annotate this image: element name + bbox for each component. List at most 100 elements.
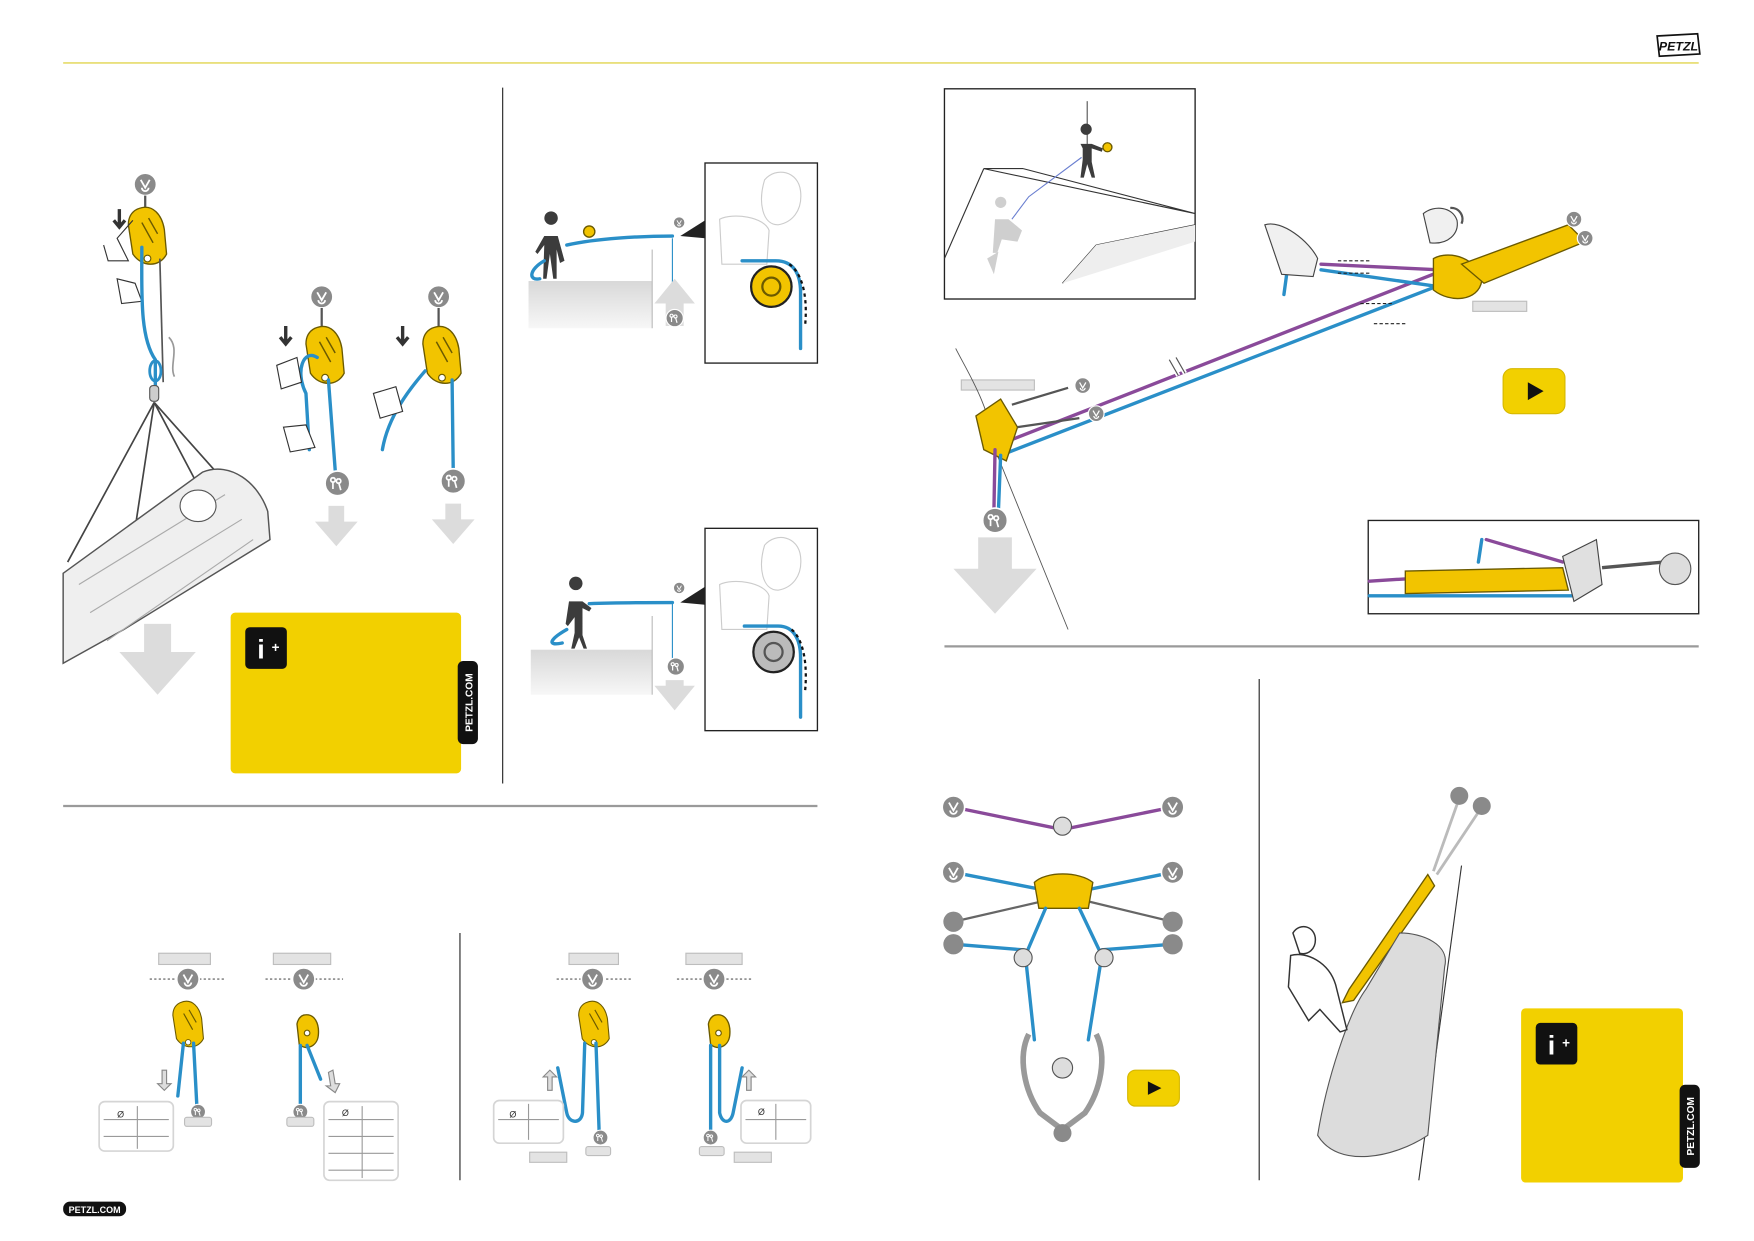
pulley-device-icon [582, 225, 596, 238]
pulley-device-icon [422, 325, 462, 385]
anchor-icon [673, 581, 686, 594]
petzl-com-badge-label: PETZL.COM [69, 1205, 121, 1215]
stretcher-anchor-icon [943, 911, 964, 932]
play-video-button[interactable] [1502, 368, 1566, 415]
pulley-device-icon [296, 1014, 320, 1049]
play-video-button[interactable] [1127, 1069, 1180, 1107]
down-arrow-icon [953, 537, 1037, 614]
diameter-symbol: Ø [117, 1109, 124, 1119]
info-plus-icon [1535, 1022, 1578, 1065]
push-arrow-icon [395, 325, 410, 347]
down-arrow-icon [431, 503, 475, 545]
anchor-icon [701, 966, 727, 992]
petzl-logo-text: PETZL [1659, 40, 1698, 54]
info-plus-icon [245, 627, 287, 669]
anchor-icon [133, 172, 158, 197]
info-icon-letter: i [257, 635, 265, 665]
stretcher-anchor-icon [943, 934, 964, 955]
pulley-device-icon [172, 1000, 205, 1048]
climber-icon [1287, 925, 1348, 1033]
hand-icon [372, 385, 404, 419]
pulley-sheave-icon [749, 265, 793, 309]
down-arrow-icon [324, 1069, 341, 1094]
anchor-icon [309, 284, 334, 309]
pulley-device-icon [707, 1014, 731, 1049]
push-arrow-icon [278, 325, 293, 347]
edge-haul-scene-top [528, 162, 819, 364]
petzl-com-tab-label: PETZL.COM [1686, 1097, 1697, 1155]
info-box: i + PETZL.COM [230, 612, 478, 774]
diameter-table: Ø [740, 1099, 812, 1145]
hand-icon [1422, 207, 1458, 244]
push-arrow-icon [112, 209, 127, 230]
pulley-sheave-icon [752, 630, 795, 674]
anchor-icon [291, 966, 316, 992]
hand-icon [103, 219, 134, 262]
stretcher-anchor-icon [1162, 911, 1183, 932]
up-arrow-icon [654, 278, 695, 326]
diameter-table: Ø [98, 1100, 175, 1152]
anchor-icon [1160, 860, 1185, 885]
stretcher-haul-illustration [62, 172, 475, 695]
haul-bag-icon [1317, 932, 1446, 1158]
person-icon [1080, 123, 1103, 178]
down-arrow-icon [156, 1069, 173, 1092]
diameter-table: Ø [323, 1100, 399, 1182]
overview-inset [943, 88, 1196, 300]
anchor-icon [941, 860, 966, 885]
load-icon [440, 467, 467, 495]
anchor-icon [1074, 377, 1092, 395]
load-icon [666, 657, 686, 676]
victim-icon [992, 196, 1023, 253]
hand-icon [276, 356, 316, 453]
person-icon [535, 211, 565, 279]
rope-diameter-diagrams: Ø Ø Ø [98, 952, 812, 1182]
anchor-icon [1565, 210, 1583, 228]
hand-icon [1264, 223, 1319, 278]
climber-haul-illustration [1287, 786, 1491, 1181]
petzl-com-link[interactable]: PETZL.COM [1679, 1084, 1700, 1168]
info-icon-letter: i [1548, 1030, 1555, 1060]
anchor-icon [1087, 405, 1105, 423]
play-icon [1527, 382, 1544, 401]
anchor-icon [1576, 229, 1594, 247]
rigging-plate-icon [1460, 224, 1587, 285]
pulley-device-icon [578, 1000, 610, 1048]
petzl-logo: PETZL [1656, 32, 1701, 58]
bolt-anchor-icon [1450, 786, 1469, 805]
diameter-symbol: Ø [509, 1109, 516, 1119]
down-arrow-icon [119, 623, 196, 695]
stretcher-anchor-icon [1162, 934, 1183, 955]
anchor-icon [175, 966, 201, 992]
pulley-device-icon [127, 206, 168, 265]
play-icon [1147, 1081, 1162, 1095]
load-icon [665, 308, 684, 328]
up-arrow-icon [541, 1069, 558, 1091]
anchor-icon [941, 794, 966, 820]
pulley-device-icon [975, 398, 1019, 462]
info-icon-plus: + [1562, 1036, 1570, 1051]
hand-icon [116, 278, 143, 305]
tyrolean-rig-illustration [953, 206, 1594, 630]
person-icon [565, 576, 592, 649]
stretcher-bridle-illustration [941, 794, 1185, 1143]
anchor-icon [673, 216, 686, 229]
load-icon [981, 507, 1009, 534]
diameter-symbol: Ø [342, 1108, 349, 1118]
petzl-com-badge[interactable]: PETZL.COM [63, 1201, 127, 1217]
anchor-icon [426, 284, 451, 309]
diameter-table: Ø [492, 1099, 565, 1145]
up-arrow-icon [740, 1069, 757, 1091]
anchor-icon [1160, 794, 1185, 820]
down-arrow-icon [314, 505, 358, 547]
diameter-symbol: Ø [758, 1107, 765, 1117]
petzl-com-link[interactable]: PETZL.COM [457, 660, 478, 745]
edge-haul-scene-bottom [530, 527, 819, 732]
load-icon [702, 1129, 719, 1146]
info-box: i + PETZL.COM [1521, 1008, 1700, 1183]
info-icon-plus: + [272, 640, 280, 655]
load-icon [324, 470, 351, 497]
bolt-anchor-icon [1472, 796, 1491, 815]
detail-inset-rig [1367, 519, 1700, 615]
